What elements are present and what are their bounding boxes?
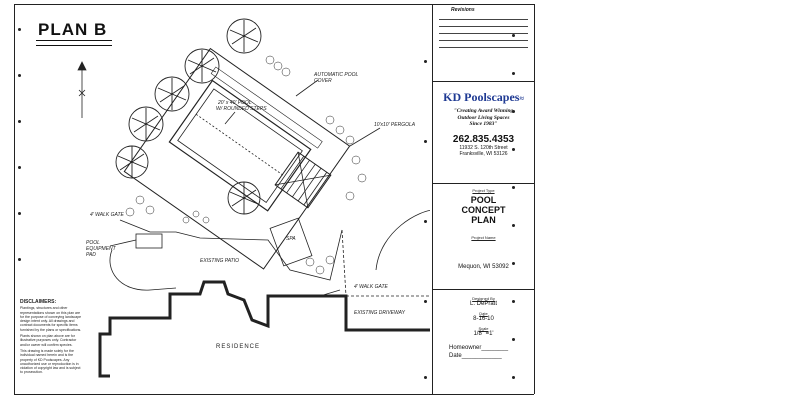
- binder-hole: [424, 140, 427, 143]
- wave-icon: ≈: [519, 94, 524, 103]
- binder-hole: [512, 300, 515, 303]
- homeowner-date: Date____________: [449, 353, 502, 359]
- sheet-border-top: [14, 4, 534, 5]
- tagline: Outdoor Living Spaces: [457, 114, 510, 121]
- revisions-section: Revisions: [433, 4, 534, 82]
- tagline: Since 1983": [469, 121, 498, 127]
- revision-line: [439, 36, 528, 41]
- binder-hole: [18, 166, 21, 169]
- project-type: PLAN: [471, 215, 496, 225]
- label-walk-gate-right: 4' WALK GATE: [354, 284, 388, 290]
- designed-by: L. DePratt: [469, 301, 497, 307]
- binder-hole: [512, 186, 515, 189]
- binder-hole: [18, 28, 21, 31]
- binder-hole: [512, 376, 515, 379]
- binder-hole: [424, 376, 427, 379]
- label-spa: SPA: [286, 236, 296, 242]
- company-logo: KD Poolscapes≈: [433, 90, 534, 105]
- plan-title-underline: [36, 40, 112, 46]
- label-auto-cover: AUTOMATIC POOL COVER: [314, 72, 359, 84]
- binder-hole: [512, 338, 515, 341]
- plan-title: PLAN B: [38, 20, 108, 39]
- disclaimer-block: DISCLAIMERS: Plantings, structures and o…: [20, 299, 82, 375]
- project-type: CONCEPT: [461, 205, 506, 215]
- homeowner-signature: Homeowner________: [449, 345, 509, 351]
- revisions-label: Revisions: [451, 7, 475, 13]
- binder-hole: [512, 224, 515, 227]
- sheet-border-left: [14, 4, 15, 395]
- site-plan-drawing: [77, 18, 430, 378]
- binder-hole: [18, 212, 21, 215]
- label-pool-steps: W/ ROUNDED STEPS: [216, 106, 267, 112]
- binder-hole: [424, 220, 427, 223]
- company-address: Franksville, WI 53126: [459, 150, 508, 157]
- date-label: Date: [479, 311, 488, 316]
- binder-hole: [512, 110, 515, 113]
- project-type: POOL: [470, 195, 497, 205]
- revision-line: [439, 22, 528, 27]
- revision-line: [439, 15, 528, 20]
- project-location: Mequon, WI 53092: [458, 264, 509, 270]
- binder-hole: [512, 148, 515, 151]
- pergola: [274, 151, 332, 209]
- tagline: "Creating Award Winning: [453, 108, 514, 114]
- label-walk-gate-left: 4' WALK GATE: [90, 212, 124, 218]
- project-type-label: Project Type: [472, 188, 495, 193]
- disclaimer-text: Plants shown on plan above are for illus…: [20, 334, 77, 347]
- label-residence: RESIDENCE: [216, 344, 261, 350]
- label-pergola: 10'x10' PERGOLA: [374, 122, 416, 128]
- north-arrow-icon: [77, 61, 87, 118]
- date-value: 8-16-10: [473, 316, 494, 322]
- company-phone: 262.835.4353: [452, 133, 515, 145]
- sheet-border-bottom: [14, 394, 534, 395]
- revision-line: [439, 29, 528, 34]
- disclaimer-text: This drawing is made solely for the indi…: [20, 348, 81, 375]
- label-existing-patio: EXISTING PATIO: [200, 258, 239, 264]
- label-pool: 20' x 40' POOL: [218, 100, 252, 106]
- disclaimer-heading: DISCLAIMERS:: [20, 299, 57, 305]
- disclaimer-text: Plantings, structures and other represen…: [20, 306, 82, 332]
- project-section: Project Type POOL CONCEPT PLAN Project N…: [433, 184, 534, 290]
- binder-hole: [512, 34, 515, 37]
- tree: [115, 18, 262, 215]
- designer-section: Designed By L. DePratt Date 8-16-10 Scal…: [433, 290, 534, 359]
- binder-hole: [424, 60, 427, 63]
- company-address: 11932 S. 120th Street: [459, 144, 508, 151]
- revision-line: [439, 43, 528, 48]
- label-equipment-pad: POOL EQUIPMENT PAD: [86, 240, 116, 258]
- company-name: KD Poolscapes: [443, 90, 520, 104]
- designed-by-label: Designed By: [472, 296, 495, 301]
- binder-hole: [18, 258, 21, 261]
- project-name-label: Project Name: [471, 235, 496, 240]
- binder-hole: [512, 72, 515, 75]
- label-driveway: EXISTING DRIVEWAY: [354, 310, 405, 316]
- binder-hole: [18, 74, 21, 77]
- title-block: Revisions KD Poolscapes≈ "Creating Award…: [432, 4, 535, 394]
- scale-value: 1/8" =1': [473, 331, 494, 337]
- binder-hole: [424, 300, 427, 303]
- binder-hole: [512, 262, 515, 265]
- company-section: KD Poolscapes≈ "Creating Award Winning O…: [433, 82, 534, 184]
- scale-label: Scale: [478, 326, 489, 331]
- binder-hole: [18, 120, 21, 123]
